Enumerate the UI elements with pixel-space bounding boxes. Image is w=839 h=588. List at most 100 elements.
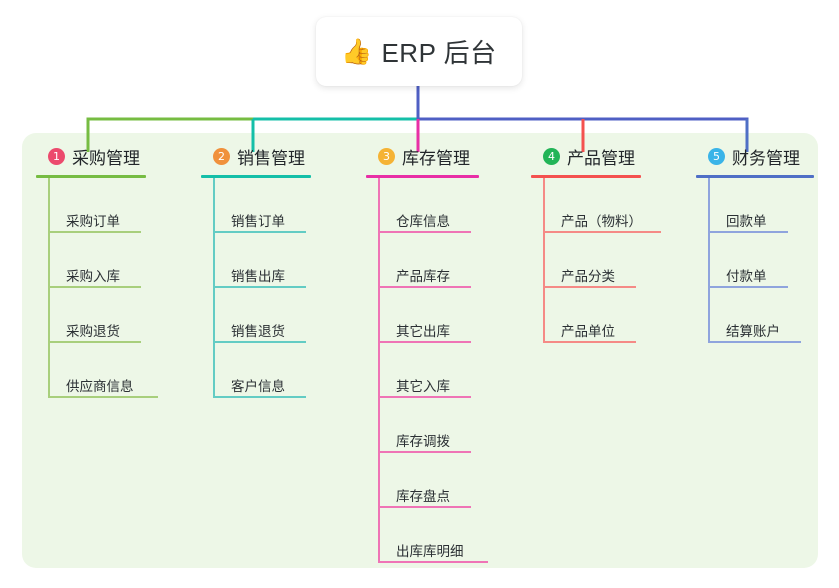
leaf-item-rule: [378, 341, 471, 343]
leaf-item[interactable]: 仓库信息: [378, 178, 516, 233]
leaf-item[interactable]: 产品库存: [378, 233, 516, 288]
branch-spine: [48, 178, 50, 398]
branch-column-2[interactable]: 2 销售管理销售订单销售出库销售退货客户信息: [201, 144, 351, 398]
leaf-item-label: 客户信息: [231, 379, 285, 394]
leaf-item[interactable]: 产品分类: [543, 233, 681, 288]
branch-title: 采购管理: [72, 148, 140, 168]
leaf-item-label: 产品单位: [561, 324, 615, 339]
leaf-item-rule: [378, 506, 471, 508]
leaf-item[interactable]: 其它出库: [378, 288, 516, 343]
branch-title: 销售管理: [237, 148, 305, 168]
leaf-item-label: 采购退货: [66, 324, 120, 339]
branch-leaf-list: 销售订单销售出库销售退货客户信息: [201, 178, 351, 398]
branch-header-rule: [531, 175, 641, 178]
leaf-item-label: 其它入库: [396, 379, 450, 394]
leaf-item-rule: [213, 231, 306, 233]
leaf-item-rule: [48, 341, 141, 343]
leaf-item-label: 产品分类: [561, 269, 615, 284]
leaf-item-label: 仓库信息: [396, 214, 450, 229]
leaf-item-label: 回款单: [726, 214, 767, 229]
leaf-item[interactable]: 采购订单: [48, 178, 186, 233]
leaf-item-label: 产品（物料）: [561, 214, 642, 229]
branch-spine: [543, 178, 545, 343]
branch-header-rule: [36, 175, 146, 178]
leaf-item-rule: [543, 231, 661, 233]
leaf-item-label: 付款单: [726, 269, 767, 284]
branch-header-4[interactable]: 4 产品管理: [531, 144, 681, 168]
leaf-item[interactable]: 产品单位: [543, 288, 681, 343]
root-node[interactable]: 👍 ERP 后台: [316, 17, 522, 86]
leaf-item[interactable]: 回款单: [708, 178, 839, 233]
branch-header-rule: [201, 175, 311, 178]
leaf-item-label: 库存盘点: [396, 489, 450, 504]
branch-spine: [708, 178, 710, 343]
leaf-item-label: 销售出库: [231, 269, 285, 284]
branch-header-5[interactable]: 5 财务管理: [696, 144, 839, 168]
branch-leaf-list: 仓库信息产品库存其它出库其它入库库存调拨库存盘点出库库明细: [366, 178, 516, 563]
leaf-item-rule: [378, 231, 471, 233]
leaf-item-label: 产品库存: [396, 269, 450, 284]
branch-header-3[interactable]: 3 库存管理: [366, 144, 516, 168]
leaf-item-rule: [48, 286, 141, 288]
leaf-item-rule: [378, 451, 471, 453]
branch-header-rule: [366, 175, 479, 178]
leaf-item-rule: [378, 396, 471, 398]
leaf-item-rule: [378, 286, 471, 288]
thumbs-up-icon: 👍: [341, 37, 373, 66]
leaf-item[interactable]: 付款单: [708, 233, 839, 288]
leaf-item-label: 其它出库: [396, 324, 450, 339]
leaf-item-label: 库存调拨: [396, 434, 450, 449]
branch-column-4[interactable]: 4 产品管理产品（物料） 产品分类产品单位: [531, 144, 681, 343]
diagram-panel: [22, 133, 818, 568]
leaf-item[interactable]: 销售出库: [213, 233, 351, 288]
leaf-item[interactable]: 产品（物料）: [543, 178, 681, 233]
leaf-item-label: 结算账户: [726, 324, 780, 339]
branch-title: 库存管理: [402, 148, 470, 168]
branch-number-badge: 1: [48, 147, 65, 165]
leaf-item[interactable]: 供应商信息: [48, 343, 186, 398]
leaf-item-rule: [213, 341, 306, 343]
leaf-item[interactable]: 其它入库: [378, 343, 516, 398]
leaf-item[interactable]: 采购入库: [48, 233, 186, 288]
leaf-item[interactable]: 客户信息: [213, 343, 351, 398]
leaf-item-rule: [543, 286, 636, 288]
leaf-item[interactable]: 出库库明细: [378, 508, 516, 563]
leaf-item-rule: [543, 341, 636, 343]
branch-number-badge: 5: [708, 147, 725, 165]
branch-column-3[interactable]: 3 库存管理仓库信息产品库存其它出库其它入库库存调拨库存盘点出库库明细: [366, 144, 516, 563]
leaf-item-label: 供应商信息: [66, 379, 134, 394]
root-node-title: ERP 后台: [381, 38, 497, 68]
leaf-item-rule: [213, 286, 306, 288]
leaf-item[interactable]: 采购退货: [48, 288, 186, 343]
branch-spine: [378, 178, 380, 563]
leaf-item[interactable]: 库存盘点: [378, 453, 516, 508]
leaf-item[interactable]: 结算账户: [708, 288, 839, 343]
branch-leaf-list: 采购订单采购入库采购退货供应商信息: [36, 178, 186, 398]
branch-title: 产品管理: [567, 148, 635, 168]
leaf-item[interactable]: 库存调拨: [378, 398, 516, 453]
leaf-item-label: 采购入库: [66, 269, 120, 284]
branch-leaf-list: 产品（物料） 产品分类产品单位: [531, 178, 681, 343]
branch-leaf-list: 回款单付款单结算账户: [696, 178, 839, 343]
leaf-item-rule: [48, 231, 141, 233]
root-node-content: 👍 ERP 后台: [341, 33, 496, 70]
branch-header-2[interactable]: 2 销售管理: [201, 144, 351, 168]
branch-number-badge: 4: [543, 147, 560, 165]
leaf-item-rule: [378, 561, 488, 563]
leaf-item[interactable]: 销售订单: [213, 178, 351, 233]
branch-column-1[interactable]: 1 采购管理采购订单采购入库采购退货供应商信息: [36, 144, 186, 398]
leaf-item-label: 出库库明细: [396, 544, 464, 559]
leaf-item-rule: [48, 396, 158, 398]
branch-title: 财务管理: [732, 148, 800, 168]
leaf-item-label: 采购订单: [66, 214, 120, 229]
branch-header-rule: [696, 175, 814, 178]
branch-number-badge: 3: [378, 147, 395, 165]
leaf-item-rule: [708, 341, 801, 343]
branch-header-1[interactable]: 1 采购管理: [36, 144, 186, 168]
leaf-item[interactable]: 销售退货: [213, 288, 351, 343]
leaf-item-rule: [213, 396, 306, 398]
leaf-item-rule: [708, 231, 788, 233]
branch-column-5[interactable]: 5 财务管理回款单付款单结算账户: [696, 144, 839, 343]
leaf-item-label: 销售退货: [231, 324, 285, 339]
branch-number-badge: 2: [213, 147, 230, 165]
